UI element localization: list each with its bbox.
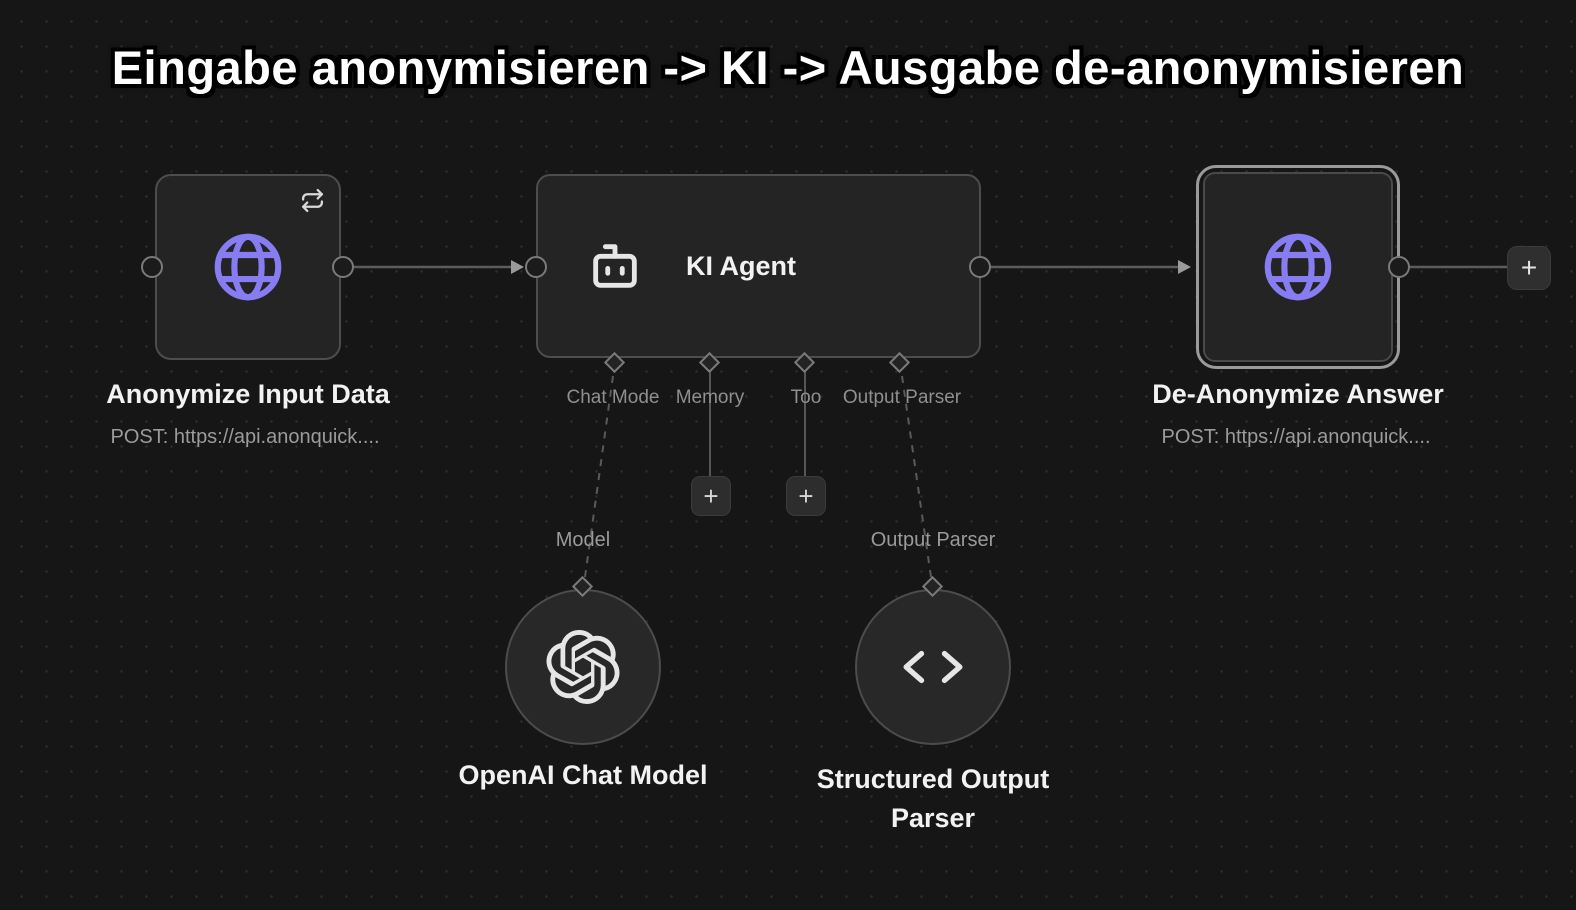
- node-label-openai-chat-model: OpenAI Chat Model: [458, 760, 708, 790]
- openai-icon: [546, 630, 620, 705]
- globe-icon: [209, 228, 287, 306]
- node-label-deanonymize: De-Anonymize Answer: [1152, 379, 1444, 409]
- node-title-ki-agent: KI Agent: [686, 250, 796, 281]
- connector-label-memory: Memory: [675, 387, 745, 408]
- node-anonymize-input-data[interactable]: [155, 174, 341, 360]
- edge-agent-to-output-parser[interactable]: [901, 375, 932, 578]
- subnode-port-label-model: Model: [555, 529, 611, 551]
- node-label-structured-output-parser: Structured Output Parser: [816, 764, 1050, 834]
- connector-label-chat-model: Chat Mode: [566, 387, 660, 408]
- globe-icon: [1259, 228, 1337, 306]
- add-node-button[interactable]: +: [1507, 246, 1551, 290]
- node-openai-chat-model[interactable]: [505, 589, 661, 745]
- node-de-anonymize-answer[interactable]: [1196, 165, 1400, 369]
- repeat-icon: [300, 188, 325, 213]
- node-sublabel-deanonymize: POST: https://api.anonquick....: [1161, 426, 1431, 448]
- connector-label-output-parser: Output Parser: [842, 387, 962, 408]
- node-ki-agent[interactable]: KI Agent: [536, 174, 981, 358]
- arrowhead-icon: [1178, 260, 1191, 274]
- connector-label-tool: Too: [790, 387, 822, 408]
- output-port-ki-agent[interactable]: [969, 256, 991, 278]
- input-port-ki-agent[interactable]: [525, 256, 547, 278]
- code-brackets-icon: [900, 644, 966, 690]
- arrowhead-icon: [511, 260, 524, 274]
- add-tool-button[interactable]: +: [786, 476, 826, 516]
- output-port-anonymize[interactable]: [332, 256, 354, 278]
- sticky-note-title[interactable]: Eingabe anonymisieren -> KI -> Ausgabe d…: [111, 41, 1465, 94]
- input-port-anonymize[interactable]: [141, 256, 163, 278]
- node-label-anonymize: Anonymize Input Data: [106, 379, 390, 409]
- node-body: [1203, 172, 1393, 362]
- output-port-deanonymize[interactable]: [1388, 256, 1410, 278]
- node-structured-output-parser[interactable]: [855, 589, 1011, 745]
- add-memory-button[interactable]: +: [691, 476, 731, 516]
- robot-icon: [586, 237, 644, 295]
- node-sublabel-anonymize: POST: https://api.anonquick....: [110, 426, 380, 448]
- edge-agent-to-chat-model[interactable]: [584, 375, 614, 578]
- subnode-port-label-output-parser: Output Parser: [870, 529, 996, 551]
